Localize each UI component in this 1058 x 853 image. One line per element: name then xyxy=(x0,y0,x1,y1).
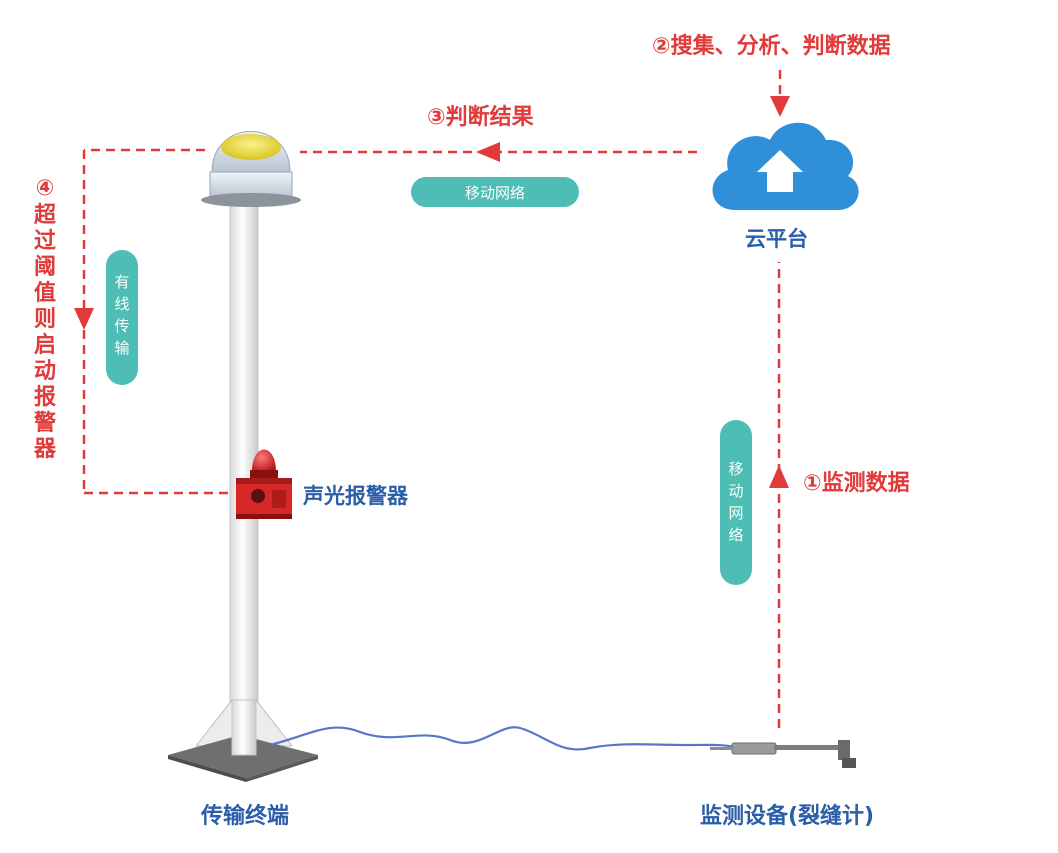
wired-char: 传 xyxy=(114,317,129,335)
step4-vertical-label: ④ 超 过 阈 值 则 启 动 报 警 器 xyxy=(33,176,57,462)
step4-char: 过 xyxy=(34,229,56,254)
pill-mobile-top-label: 移动网络 xyxy=(465,184,525,202)
step4-number: ④ xyxy=(36,176,55,201)
cable xyxy=(269,726,739,751)
step3-label: ③判断结果 xyxy=(427,104,534,130)
siren-alarm-icon xyxy=(236,449,292,519)
arrow-up-icon xyxy=(769,465,789,488)
step4-char: 器 xyxy=(33,437,57,462)
wired-char: 有 xyxy=(114,273,129,291)
step4-char: 值 xyxy=(34,280,56,306)
step4-char: 则 xyxy=(34,307,56,332)
flow-lines xyxy=(82,70,782,728)
arrow-down-left-icon xyxy=(74,308,94,330)
pole xyxy=(168,204,318,782)
pill-mobile-network-right: 移 动 网 络 xyxy=(720,420,752,585)
step2-label: ②搜集、分析、判断数据 xyxy=(652,33,891,59)
arrow-down-icon xyxy=(770,96,790,117)
step4-char: 警 xyxy=(33,411,56,436)
step4-char: 动 xyxy=(34,359,56,384)
arrowheads xyxy=(74,96,790,488)
wired-char: 线 xyxy=(114,295,129,313)
terminal-label: 传输终端 xyxy=(200,803,289,829)
arrow-left-icon xyxy=(476,142,500,162)
pill-wired-transmission: 有 线 传 输 xyxy=(106,250,138,385)
cloud-icon xyxy=(712,122,859,210)
step1-label: ①监测数据 xyxy=(803,470,910,496)
alarm-label: 声光报警器 xyxy=(302,484,409,508)
home-icon xyxy=(757,150,803,192)
beacon-light xyxy=(201,131,301,207)
mobile-right-char: 络 xyxy=(728,526,743,544)
mobile-right-char: 动 xyxy=(728,482,743,500)
mobile-right-char: 网 xyxy=(728,504,743,522)
crack-meter-device xyxy=(710,740,856,768)
step4-char: 报 xyxy=(34,385,56,410)
wired-char: 输 xyxy=(114,339,129,357)
pill-mobile-network-top: 移动网络 xyxy=(411,177,579,207)
step4-char: 超 xyxy=(34,203,57,228)
device-label: 监测设备(裂缝计) xyxy=(700,803,874,829)
mobile-right-char: 移 xyxy=(728,460,743,478)
step4-char: 阈 xyxy=(34,254,56,280)
cloud-label: 云平台 xyxy=(745,227,808,251)
step4-char: 启 xyxy=(34,332,56,358)
